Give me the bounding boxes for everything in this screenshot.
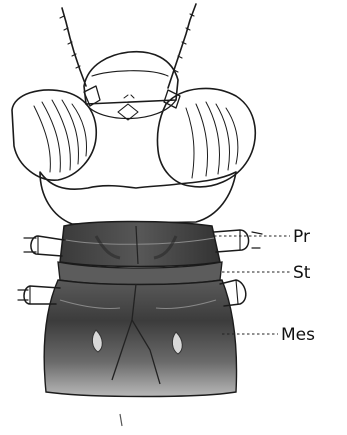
label-mes: Mes [281, 325, 315, 345]
mesothorax [44, 280, 236, 426]
right-antenna [168, 4, 196, 88]
right-eye [157, 88, 255, 186]
left-eye [12, 90, 96, 180]
clypeus [40, 172, 236, 224]
prothorax [60, 222, 220, 267]
left-antenna [60, 8, 86, 86]
label-st: St [293, 263, 311, 283]
label-pr: Pr [293, 227, 310, 247]
head [84, 52, 180, 120]
